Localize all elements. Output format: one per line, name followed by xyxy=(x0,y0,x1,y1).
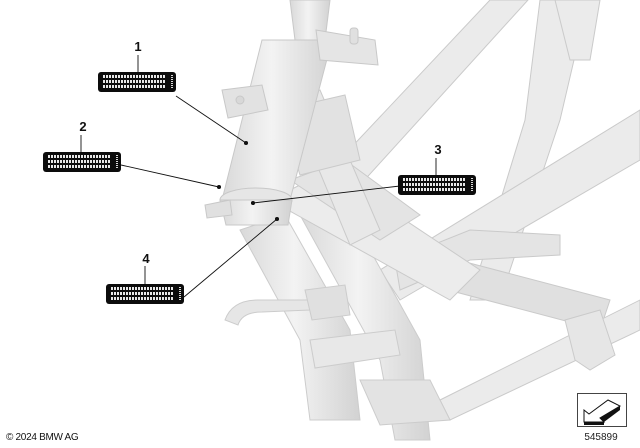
label-text-row xyxy=(103,75,166,78)
label-text-row xyxy=(111,287,174,290)
leader-lines xyxy=(80,55,437,298)
reference-number: 545899 xyxy=(584,432,618,443)
copyright-text: © 2024 BMW AG xyxy=(6,432,79,443)
identification-label-plate[interactable] xyxy=(98,72,176,92)
callout-number: 2 xyxy=(79,119,87,134)
identification-label-plate[interactable] xyxy=(398,175,476,195)
barcode-icon xyxy=(471,178,473,192)
label-text-row xyxy=(403,178,466,181)
frame-main-spar xyxy=(268,89,481,301)
label-text-row xyxy=(103,85,166,88)
direction-arrow-icon xyxy=(577,393,627,427)
frame-front-downtubes xyxy=(224,204,451,441)
label-text-row xyxy=(403,188,466,191)
label-text-row xyxy=(403,183,466,186)
label-text-row xyxy=(48,155,111,158)
barcode-icon xyxy=(179,287,181,301)
barcode-icon xyxy=(116,155,118,169)
steering-head-tube xyxy=(204,0,379,226)
identification-label-plate[interactable] xyxy=(43,152,121,172)
label-text-row xyxy=(111,292,174,295)
callout-number: 1 xyxy=(134,39,142,54)
label-text-row xyxy=(111,297,174,300)
identification-label-plate[interactable] xyxy=(106,284,184,304)
label-text-row xyxy=(48,165,111,168)
label-text-row xyxy=(48,160,111,163)
callout-number: 3 xyxy=(434,142,442,157)
barcode-icon xyxy=(171,75,173,89)
callout-number: 4 xyxy=(142,251,150,266)
label-text-row xyxy=(103,80,166,83)
